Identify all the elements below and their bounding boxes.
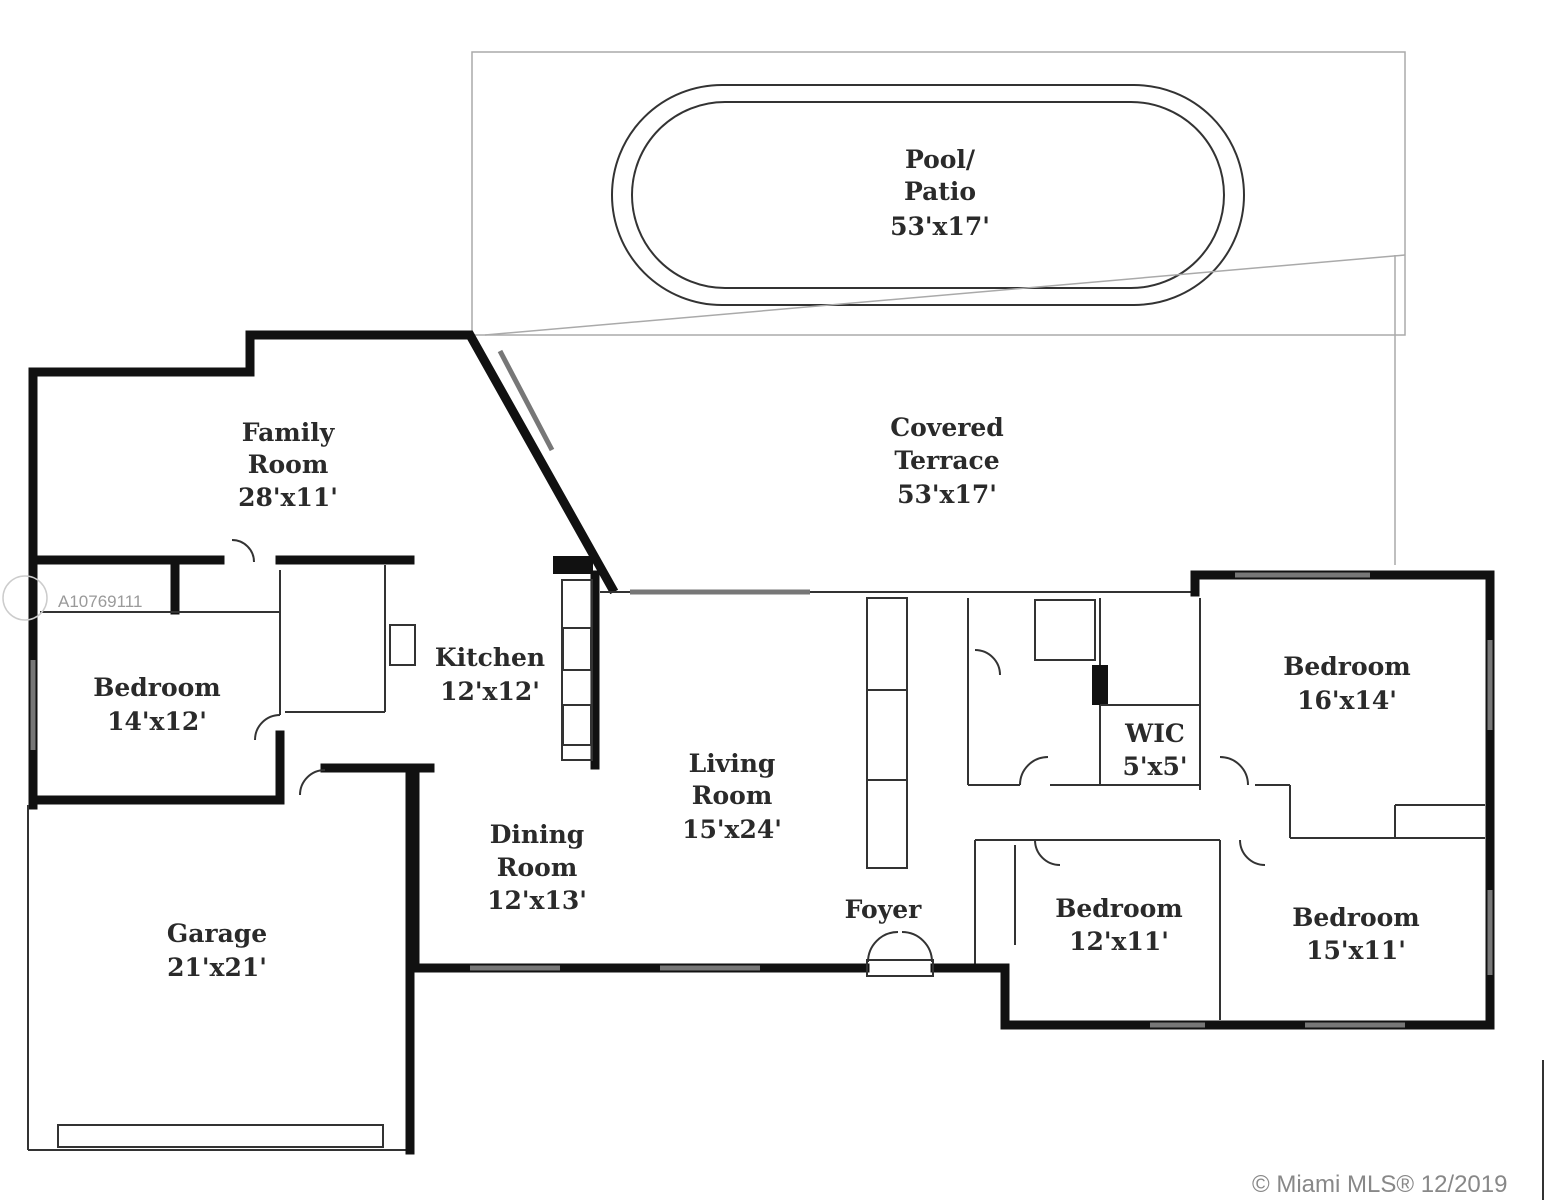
kitchen-dims: 12'x12' xyxy=(440,677,540,706)
family-room-exterior-wall xyxy=(28,330,619,595)
sink-icon xyxy=(389,624,416,666)
closet xyxy=(866,597,908,869)
pool-outer-edge xyxy=(611,84,1245,306)
door-swing xyxy=(299,769,326,796)
living-room-dims: 15'x24' xyxy=(682,815,782,844)
door-swing xyxy=(1034,839,1061,866)
door-swing xyxy=(1219,756,1249,786)
bedroom-left-dims: 14'x12' xyxy=(107,707,207,736)
wic-dims: 5'x5' xyxy=(1122,752,1187,781)
door-swing xyxy=(231,539,255,563)
terrace-dims: 53'x17' xyxy=(897,480,997,509)
kitchen-label: Kitchen xyxy=(435,643,545,672)
bedroom-left-label: Bedroom xyxy=(93,673,221,702)
garage-label: Garage xyxy=(167,919,267,948)
front-door-swing xyxy=(867,931,933,963)
foyer-label: Foyer xyxy=(845,895,922,924)
family-room-label: Family xyxy=(242,418,336,447)
right-wing-exterior-wall xyxy=(970,570,1495,1030)
wall-block xyxy=(1092,665,1108,705)
door-swing xyxy=(254,714,281,741)
living-room-label-2: Room xyxy=(692,781,773,810)
refrigerator-icon xyxy=(562,704,592,746)
garage-door xyxy=(57,1124,384,1148)
dining-room-label: Dining xyxy=(490,820,585,849)
family-room-dims: 28'x11' xyxy=(238,483,338,512)
copyright-watermark: © Miami MLS® 12/2019 xyxy=(1252,1171,1507,1198)
bedroom-mid-dims: 12'x11' xyxy=(1069,927,1169,956)
terrace-line xyxy=(484,254,1406,336)
door-swing xyxy=(974,649,1001,676)
shower-icon xyxy=(1034,599,1096,661)
kitchen-wall-block xyxy=(553,556,593,574)
door-swing xyxy=(1239,839,1266,866)
terrace-label: Covered xyxy=(890,413,1004,442)
pool-label: Pool/ xyxy=(905,145,976,174)
door-swing xyxy=(1019,756,1049,786)
master-bedroom-dims: 16'x14' xyxy=(1297,686,1397,715)
wic-label: WIC xyxy=(1124,719,1185,748)
window xyxy=(497,349,555,452)
pool-patio-outline xyxy=(471,51,1406,336)
watermark-logo-icon xyxy=(2,575,48,621)
front-door[interactable] xyxy=(866,959,934,977)
master-bedroom-label: Bedroom xyxy=(1283,652,1411,681)
stove-icon xyxy=(562,627,592,671)
terrace-label-2: Terrace xyxy=(894,446,999,475)
garage-dims: 21'x21' xyxy=(167,953,267,982)
dining-room-label-2: Room xyxy=(497,853,578,882)
dining-room-dims: 12'x13' xyxy=(487,886,587,915)
listing-id-watermark: A10769111 xyxy=(58,592,142,611)
bedroom-mid-label: Bedroom xyxy=(1055,894,1183,923)
pool-label-2: Patio xyxy=(904,177,976,206)
living-room-label: Living xyxy=(689,749,776,778)
pool-inner-edge xyxy=(631,101,1225,289)
family-room-label-2: Room xyxy=(248,450,329,479)
bedroom-right-dims: 15'x11' xyxy=(1306,936,1406,965)
pool-dims: 53'x17' xyxy=(890,212,990,241)
bedroom-right-label: Bedroom xyxy=(1292,903,1420,932)
